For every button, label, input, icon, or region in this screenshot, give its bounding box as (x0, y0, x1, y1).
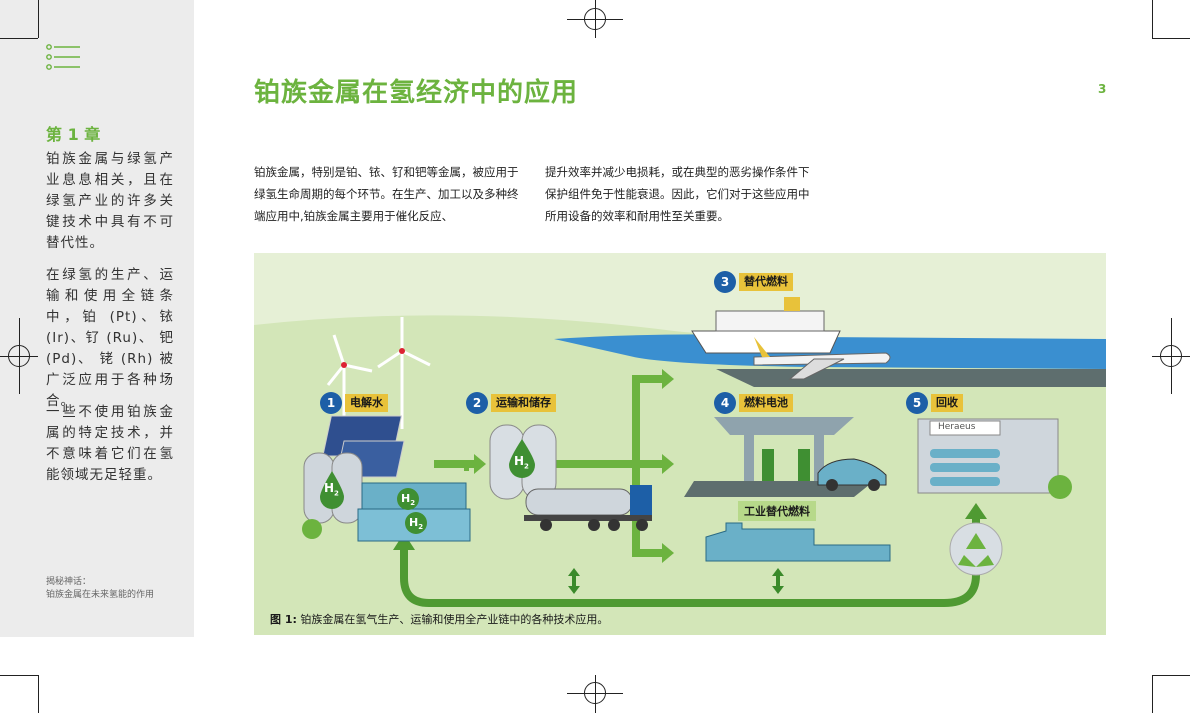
flow-arrow (662, 369, 674, 389)
hydrogen-drop-icon (509, 439, 535, 478)
number-badge: 4 (714, 392, 736, 414)
registration-mark (1171, 318, 1172, 394)
runway-shape (716, 369, 1106, 387)
fuel-station-pillar (814, 435, 824, 481)
label-tag: 电解水 (345, 394, 388, 412)
infographic-illustration (254, 297, 1106, 635)
crop-mark (1152, 675, 1153, 713)
crop-mark (38, 0, 39, 38)
tanker-truck (630, 485, 652, 519)
tanker-truck (525, 488, 633, 516)
registration-mark (595, 0, 596, 38)
sidebar-paragraph: 铂族金属与绿氢产业息息相关，且在绿氢产业的许多关键技术中具有不可替代性。 (46, 151, 174, 251)
cruise-ship (691, 330, 841, 354)
airplane (754, 337, 770, 357)
crop-mark (1152, 38, 1190, 39)
sidebar-paragraph: 在绿氢的生产、运输和使用全链条中，铂 (Pt)、铱 (Ir)、钌 (Ru)、 钯… (46, 267, 174, 409)
label-alternative-fuel: 3 替代燃料 (714, 271, 793, 293)
recycle-loop-arrow (965, 503, 987, 519)
wind-turbine (326, 317, 431, 443)
chapter-heading: 第 1 章 (46, 125, 101, 144)
crop-mark (38, 675, 39, 713)
flow-arrow (632, 375, 662, 383)
fuel-pump (762, 449, 774, 481)
bush (1048, 475, 1072, 499)
fuel-station-pillar (744, 435, 754, 481)
hydrogen-badge (405, 512, 427, 534)
fuel-pump (798, 449, 810, 481)
crop-mark (0, 38, 38, 39)
flow-arrow (662, 454, 674, 474)
recycle-loop-arrow (400, 548, 980, 607)
crop-mark (0, 675, 38, 676)
airplane (788, 358, 845, 380)
flow-arrow (474, 454, 486, 474)
registration-mark (595, 675, 596, 713)
brand-logo-text: Heraeus (938, 422, 976, 432)
flow-arrow (434, 460, 474, 468)
number-badge: 5 (906, 392, 928, 414)
label-recycling: 5 回收 (906, 392, 963, 414)
page-number: 3 (1098, 82, 1107, 96)
label-tag: 替代燃料 (739, 273, 793, 291)
number-badge: 3 (714, 271, 736, 293)
sidebar-paragraph: 一些不使用铂族金属的特定技术，并不意味着它们在氢能领域无足轻重。 (46, 404, 174, 483)
crop-mark (1152, 675, 1190, 676)
crop-mark (1152, 0, 1153, 38)
flow-arrow (632, 460, 662, 468)
list-menu-icon (46, 44, 80, 70)
flow-arrow (632, 549, 662, 557)
hydrogen-drop-icon (320, 471, 344, 509)
number-badge: 1 (320, 392, 342, 414)
bush (302, 519, 322, 539)
hill-shape (254, 315, 1106, 635)
h2-label: H2 (324, 481, 339, 498)
label-tag: 回收 (931, 394, 963, 412)
industrial-fuel-label: 工业替代燃料 (738, 501, 816, 521)
label-tag: 运输和储存 (491, 394, 556, 412)
registration-mark (19, 318, 20, 394)
fuel-station-roof (714, 417, 854, 435)
cruise-ship (784, 297, 800, 311)
h2-label: H2 (514, 454, 529, 471)
recycling-plant-sign (929, 420, 1001, 436)
label-tag: 燃料电池 (739, 394, 793, 412)
bidirectional-arrow (568, 568, 784, 594)
label-electrolysis: 1 电解水 (320, 392, 388, 414)
label-fuel-cell: 4 燃料电池 (714, 392, 793, 414)
h2-label: H2 (401, 492, 416, 508)
industrial-plant (705, 522, 891, 562)
number-badge: 2 (466, 392, 488, 414)
infographic-figure: H2 H2 H2 H2 1 电解水 2 运输和储存 3 替代燃料 4 燃料电池 … (254, 253, 1106, 635)
page-title: 铂族金属在氢经济中的应用 (254, 78, 579, 108)
sidebar: 第 1 章 铂族金属与绿氢产业息息相关，且在绿氢产业的许多关键技术中具有不可替代… (0, 0, 194, 637)
flow-arrow (662, 543, 674, 563)
recycle-icon (958, 533, 994, 567)
sidebar-footer-subtitle: 铂族金属在未来氢能的作用 (46, 590, 155, 600)
figure-caption: 图 1: 铂族金属在氢气生产、运输和使用全产业链中的各种技术应用。 (270, 613, 609, 626)
h2-label: H2 (409, 516, 424, 532)
body-column-left: 铂族金属，特别是铂、铱、钌和钯等金属，被应用于绿氢生命周期的每个环节。在生产、加… (254, 165, 519, 223)
hydrogen-badge (397, 488, 419, 510)
car (817, 458, 887, 486)
body-column-right: 提升效率并减少电损耗，或在典型的恶劣操作条件下保护组件免于性能衰退。因此，它们对… (545, 165, 810, 223)
sidebar-footer-title: 揭秘神话： (46, 577, 92, 587)
cruise-ship (715, 310, 825, 332)
flow-arrow (554, 460, 634, 468)
tanker-truck (524, 515, 652, 521)
label-transport-storage: 2 运输和储存 (466, 392, 556, 414)
